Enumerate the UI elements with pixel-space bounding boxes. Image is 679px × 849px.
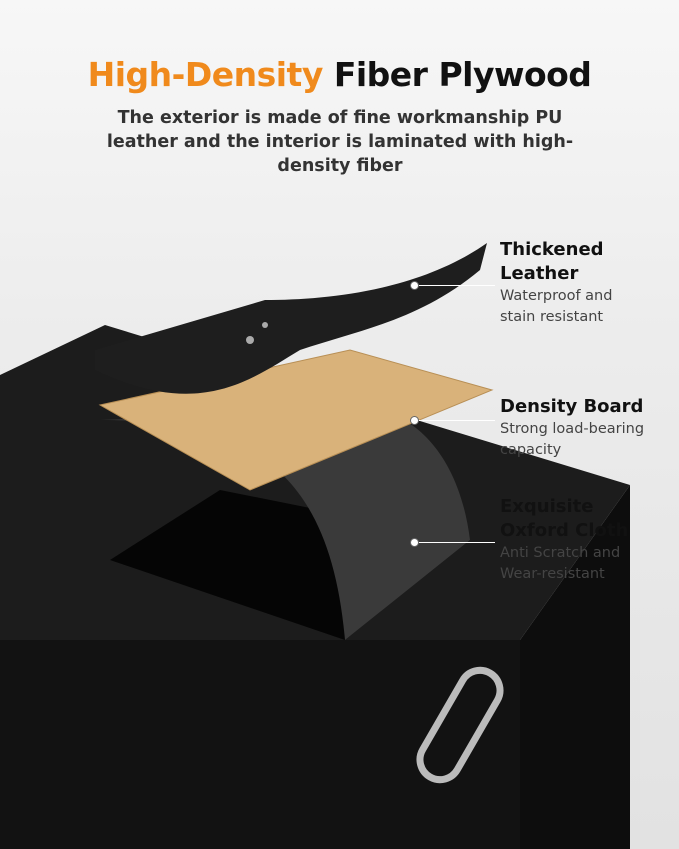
water-drops [246,336,254,344]
box-front [0,640,520,849]
callout-dot [410,281,419,290]
leather-layer [95,243,487,394]
box-side [520,485,630,849]
page-title: High-Density Fiber Plywood [87,55,592,94]
handle-icon [416,666,504,784]
callout-dot [410,538,419,547]
callout-dot [410,416,419,425]
oxford-cloth-layer [100,410,470,640]
subtitle: The exterior is made of fine workmanship… [106,108,574,176]
